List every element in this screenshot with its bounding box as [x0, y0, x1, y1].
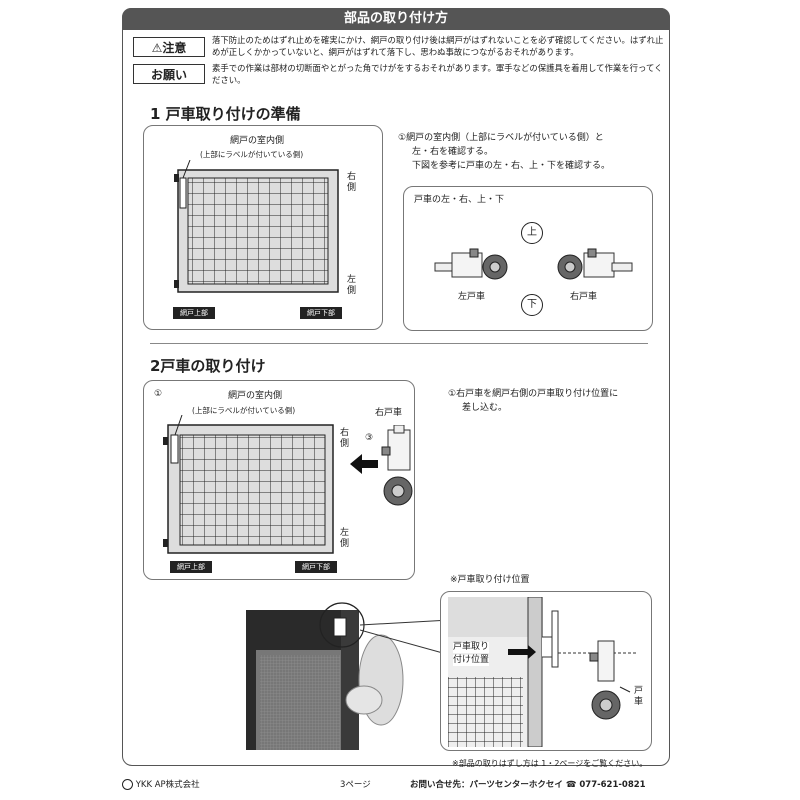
step2-circle1: ①	[154, 389, 163, 399]
ykk-logo-icon	[122, 779, 133, 790]
step1-instruction-2: 左・右を確認する。	[412, 147, 494, 157]
position-detail-diagram	[448, 597, 638, 747]
up-indicator: 上	[521, 222, 543, 244]
zoom-leader-lines	[360, 619, 451, 656]
step2-label-note: (上部にラベルが付いている側)	[192, 406, 296, 415]
caution-text: 落下防止のためはずれ止めを確実にかけ、網戸の取り付け後は網戸がはずれないことを必…	[212, 35, 664, 57]
position-title: ※戸車取り付け位置	[450, 575, 530, 585]
insertion-photo	[246, 602, 404, 750]
removal-note: ※部品の取りはずし方は 1・2ページをご覧ください。	[452, 759, 648, 768]
step2-top-tag: 網戸上部	[170, 561, 212, 573]
footer-page: 3ページ	[340, 780, 371, 790]
warning-icon: ⚠	[151, 41, 163, 55]
step2-left-side: 左側	[340, 528, 350, 549]
right-roller-label: 右戸車	[570, 292, 598, 302]
step2-instruction-1: ①右戸車を網戸右側の戸車取り付け位置に	[448, 389, 619, 399]
step1-right-side: 右側	[347, 172, 357, 193]
step1-heading: 1 戸車取り付けの準備	[150, 105, 301, 123]
down-indicator: 下	[521, 294, 543, 316]
request-badge: お願い	[133, 64, 205, 84]
contact-label: お問い合せ先：パーツセンターホクセイ	[410, 780, 563, 790]
insert-arrow-icon	[350, 454, 378, 474]
step1-instruction-3: 下図を参考に戸車の左・右、上・下を確認する。	[412, 161, 611, 171]
caution-badge-label: 注意	[162, 41, 187, 55]
right-roller-vertical-icon	[381, 425, 413, 506]
step2-instruction-2: 差し込む。	[462, 403, 508, 413]
step1-top-tag: 網戸上部	[173, 307, 215, 319]
footer-contact: お問い合せ先：パーツセンターホクセイ ☎ 077-621-0821	[410, 778, 646, 790]
step2-right-side: 右側	[340, 428, 350, 449]
step2-heading: 2戸車の取り付け	[150, 357, 266, 375]
step2-circle3: ③	[365, 433, 374, 443]
roller-side-label: 戸車	[634, 686, 644, 707]
phone-icon: ☎	[565, 780, 577, 790]
company-name: YKK AP株式会社	[135, 780, 200, 790]
position-label-1: 戸車取り	[453, 642, 490, 653]
left-roller-label: 左戸車	[458, 292, 486, 302]
left-roller-icon	[434, 248, 508, 280]
step1-screen-inside: 網戸の室内側	[230, 136, 285, 146]
step2-right-roller-label: 右戸車	[375, 408, 403, 418]
phone-number: 077-621-0821	[579, 780, 646, 790]
roller-panel-title: 戸車の左・右、上・下	[414, 195, 505, 205]
step1-label-note: (上部にラベルが付いている側)	[200, 150, 304, 159]
section-divider	[150, 343, 648, 344]
caution-badge: ⚠注意	[133, 37, 205, 57]
step1-screen-diagram	[174, 160, 339, 293]
step1-instruction-1: ①網戸の室内側（上部にラベルが付いている側）と	[398, 133, 604, 143]
step1-bottom-tag: 網戸下部	[300, 307, 342, 319]
step2-screen-diagram	[163, 415, 334, 554]
page-title: 部品の取り付け方	[122, 8, 670, 30]
footer-company: YKK AP株式会社	[122, 778, 200, 790]
step2-screen-inside: 網戸の室内側	[228, 391, 283, 401]
step2-bottom-tag: 網戸下部	[295, 561, 337, 573]
right-roller-icon	[557, 248, 633, 280]
step1-left-side: 左側	[347, 275, 357, 296]
position-label-2: 付け位置	[453, 655, 490, 666]
request-text: 素手での作業は部材の切断面やとがった角でけがをするおそれがあります。軍手などの保…	[212, 63, 663, 85]
